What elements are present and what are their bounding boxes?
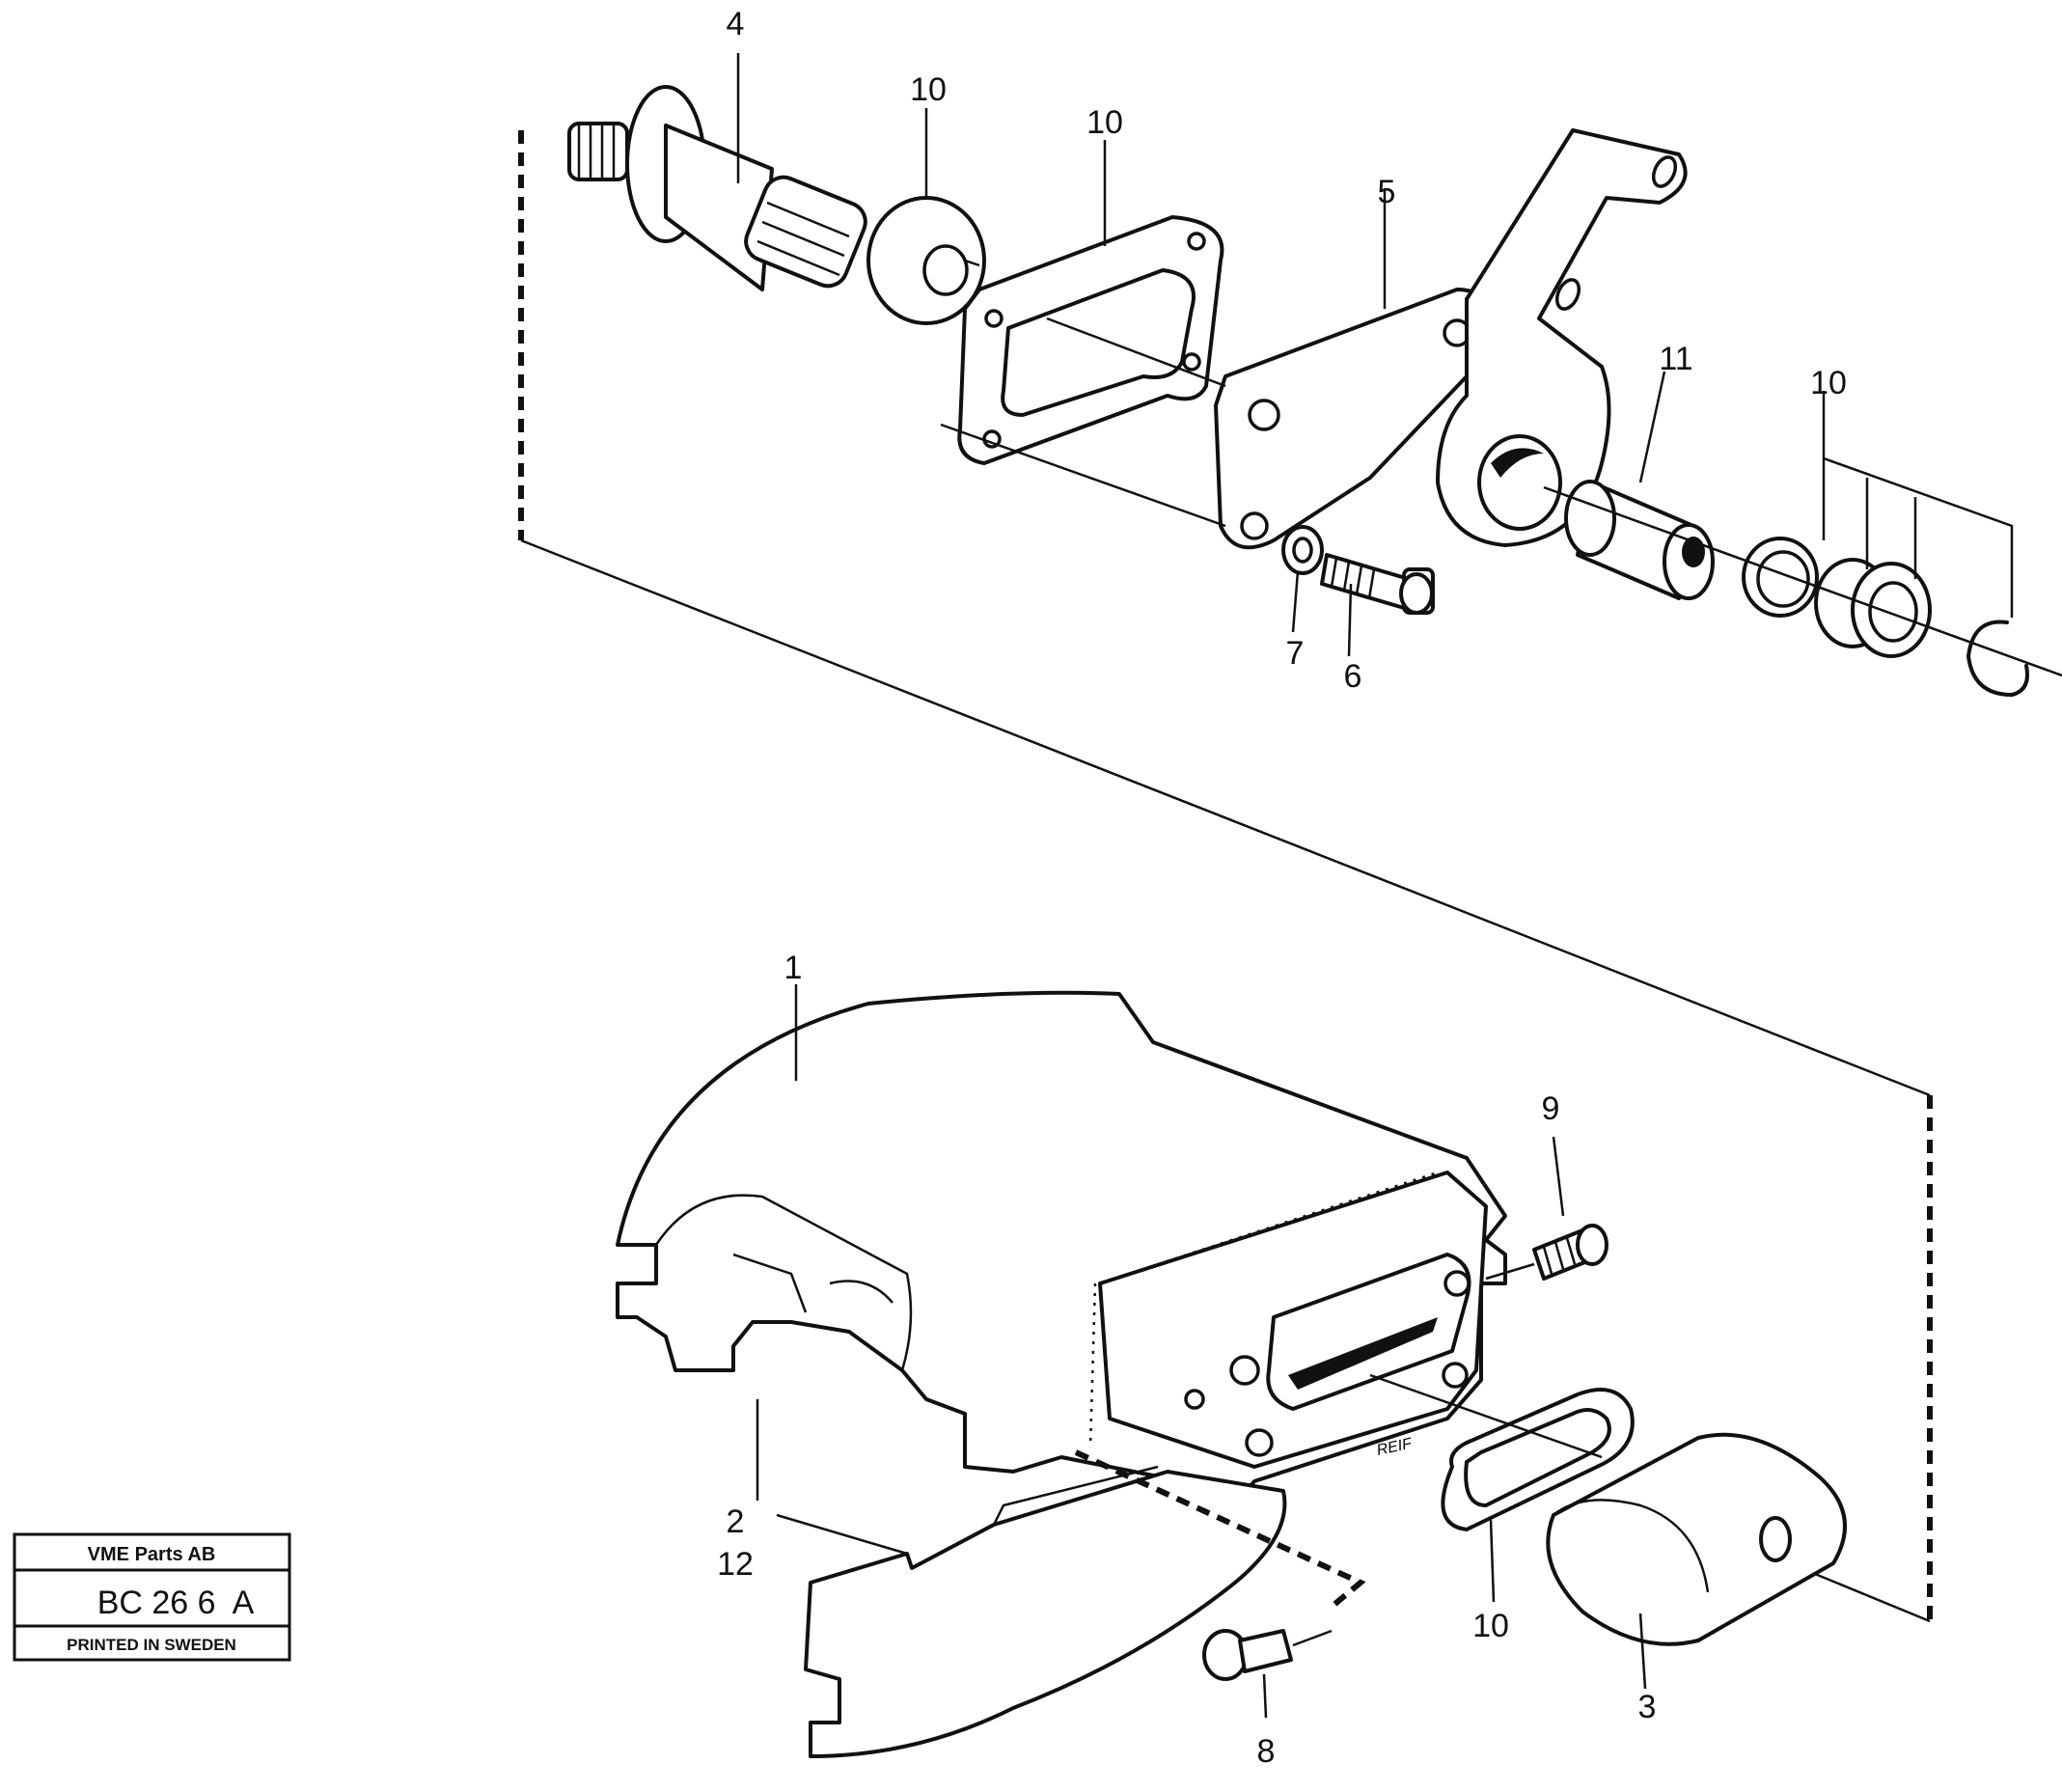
part-8-grease-nipple	[1202, 1629, 1333, 1719]
part-10-spacer	[866, 108, 986, 325]
callout-11: 11	[1659, 341, 1692, 377]
part-6-screw	[1320, 553, 1435, 657]
callout-8: 8	[1257, 1733, 1276, 1770]
stamp-company: VME Parts AB	[88, 1544, 216, 1565]
callout-4: 4	[727, 6, 745, 42]
callout-labels: 4 10 10 5 11 10 7 6 1 9 2 12 10 3 8	[717, 6, 1847, 1770]
part-2-cover-plate	[756, 1399, 1366, 1758]
part-10-oval-seal	[1369, 1373, 1635, 1603]
part-9-plug	[1485, 1136, 1608, 1281]
part-1-housing: REIF	[616, 984, 1507, 1497]
callout-10: 10	[1086, 104, 1123, 141]
callout-10: 10	[1472, 1608, 1509, 1644]
stamp-code: BC 26 6 A	[97, 1585, 255, 1621]
part-10-gasket	[957, 140, 1224, 465]
callout-9: 9	[1542, 1090, 1560, 1127]
catalog-stamp: VME Parts AB BC 26 6 A PRINTED IN SWEDEN	[13, 1532, 291, 1662]
part-3-oval-cover	[1546, 1432, 1847, 1690]
callout-5: 5	[1378, 174, 1396, 210]
callout-6: 6	[1344, 658, 1362, 695]
callout-3: 3	[1638, 1689, 1657, 1725]
part-4-shaft	[567, 53, 867, 291]
callout-2: 2	[727, 1503, 745, 1540]
assembly-axis-lines	[940, 259, 2062, 677]
callout-1: 1	[784, 950, 803, 986]
callout-12: 12	[717, 1546, 754, 1583]
callout-7: 7	[1286, 635, 1305, 672]
part-10-seal-set	[1742, 391, 2029, 697]
stamp-printed: PRINTED IN SWEDEN	[67, 1636, 236, 1654]
callout-10: 10	[1810, 365, 1847, 401]
part-7-washer	[1281, 525, 1324, 633]
part-5-arm	[1214, 128, 1688, 550]
callout-10: 10	[910, 71, 947, 108]
